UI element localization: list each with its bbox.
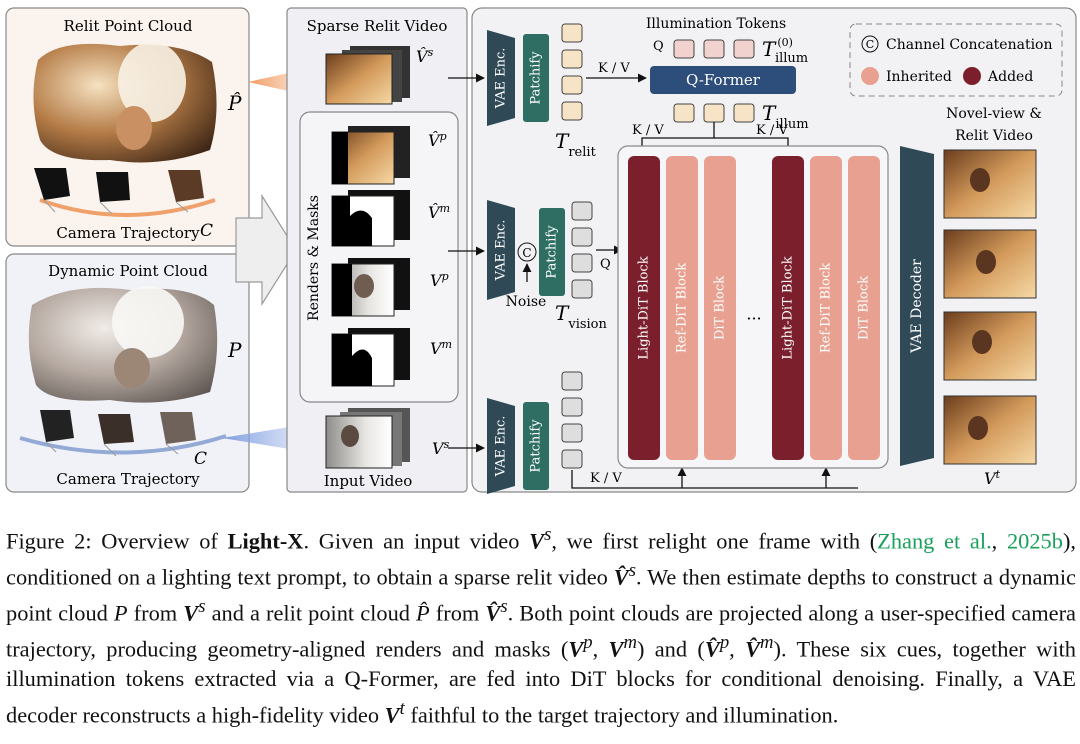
vision-tokens xyxy=(571,201,593,299)
camera-frustums-relit xyxy=(34,168,204,215)
ref-dit-block-1 xyxy=(666,156,698,460)
relit-symbol: P̂ xyxy=(227,91,242,115)
ref-tokens xyxy=(561,371,583,469)
sparse-relit-title: Sparse Relit Video xyxy=(307,17,448,35)
dit-block-2 xyxy=(848,156,880,460)
citation-zhang[interactable]: Zhang et al. xyxy=(877,528,992,554)
patchify-mid xyxy=(539,208,565,296)
dynamic-panel-title: Dynamic Point Cloud xyxy=(48,262,208,280)
t-illum0-label: T(0)illum xyxy=(762,36,808,66)
illum-init-tokens xyxy=(673,39,755,59)
dynamic-point-cloud-panel: Dynamic Point Cloud P Camera Trajectory … xyxy=(5,253,250,493)
vs-label: Vs xyxy=(432,438,450,459)
vm-frames xyxy=(331,328,410,387)
svg-text:Patchify: Patchify xyxy=(545,225,560,279)
input-video-label: Input Video xyxy=(324,472,413,490)
svg-text:Q: Q xyxy=(600,257,611,272)
relit-trajectory-label: Camera Trajectory xyxy=(56,224,200,242)
output-frames xyxy=(943,149,1037,465)
middle-panel: Sparse Relit Video V̂s Renders & Masks V… xyxy=(286,7,468,493)
project-arrow xyxy=(235,193,297,307)
vp-label: Vp xyxy=(430,270,449,291)
illum-tokens xyxy=(673,103,755,123)
vt-label: Vt xyxy=(984,468,1001,489)
svg-text:C: C xyxy=(866,38,874,51)
ref-dit-block-2 xyxy=(810,156,842,460)
legend-concat: Channel Concatenation xyxy=(886,37,1053,53)
citation-year[interactable]: 2025b xyxy=(1006,528,1063,554)
vm-label: Vm xyxy=(430,338,452,359)
figure-caption: Figure 2: Overview of Light-X. Given an … xyxy=(6,524,1077,728)
light-dit-block-1 xyxy=(628,156,660,460)
dit-blocks: Light-DiT Block Ref-DiT Block DiT Block … xyxy=(628,156,880,460)
svg-text:VAE Enc.: VAE Enc. xyxy=(494,220,509,282)
relit-panel-title: Relit Point Cloud xyxy=(64,17,193,35)
renders-masks-label: Renders & Masks xyxy=(306,195,322,321)
svg-text:Patchify: Patchify xyxy=(529,419,544,473)
vm-hat-frames xyxy=(331,190,410,247)
svg-text:VAE Decoder: VAE Decoder xyxy=(909,259,925,354)
qformer-box xyxy=(650,66,796,94)
svg-text:Light-DiT Block: Light-DiT Block xyxy=(781,256,796,359)
svg-text:K / V: K / V xyxy=(590,471,622,486)
svg-text:K / V: K / V xyxy=(598,61,630,76)
svg-text:Light-DiT Block: Light-DiT Block xyxy=(637,256,652,359)
svg-text:DiT Block: DiT Block xyxy=(713,276,728,340)
patchify-top xyxy=(523,34,549,122)
relit-trajectory-symbol: C xyxy=(200,221,213,241)
vae-decoder xyxy=(900,146,934,466)
dynamic-trajectory-label: Camera Trajectory xyxy=(56,470,200,488)
dynamic-symbol: P xyxy=(227,338,242,362)
legend: C Channel Concatenation Inherited Added xyxy=(849,23,1063,97)
output-title-2: Relit Video xyxy=(955,128,1033,144)
svg-text:Patchify: Patchify xyxy=(529,51,544,105)
relit-point-cloud-panel: Relit Point Cloud P̂ Camera Trajectory C xyxy=(5,7,250,247)
svg-text:Ref-DiT Block: Ref-DiT Block xyxy=(819,263,834,353)
blocks-ellipsis: ··· xyxy=(746,309,761,328)
svg-text:VAE Enc.: VAE Enc. xyxy=(494,48,509,110)
figure-diagram: Relit Point Cloud P̂ Camera Trajectory C… xyxy=(5,7,1077,494)
t-relit-label: Trelit xyxy=(555,129,597,160)
vae-enc-top xyxy=(487,30,515,126)
t-illum-label: Tillum xyxy=(762,101,809,132)
output-title-1: Novel-view & xyxy=(946,106,1042,122)
t-vision-label: Tvision xyxy=(555,301,608,332)
vm-hat-label: V̂m xyxy=(428,202,450,223)
patchify-bottom xyxy=(523,402,549,490)
legend-inherited: Inherited xyxy=(886,69,952,85)
vae-enc-bottom xyxy=(487,398,515,494)
svg-text:Q: Q xyxy=(653,39,664,54)
svg-text:DiT Block: DiT Block xyxy=(857,276,872,340)
input-video-frames xyxy=(325,408,410,469)
light-dit-block-2 xyxy=(772,156,804,460)
noise-label: Noise xyxy=(506,294,547,310)
sparse-relit-frames xyxy=(325,46,410,105)
vp-frames xyxy=(331,258,410,317)
legend-added: Added xyxy=(987,69,1033,85)
relit-tokens xyxy=(561,23,583,121)
svg-text:Q-Former: Q-Former xyxy=(686,71,761,89)
vp-hat-frames xyxy=(331,126,410,185)
svg-text:C: C xyxy=(522,246,531,260)
model-panel: VAE Enc. Patchify Trelit K / V Illuminat… xyxy=(448,7,1077,494)
svg-text:K / V: K / V xyxy=(632,123,664,138)
vp-hat-label: V̂p xyxy=(428,130,447,151)
vae-enc-mid xyxy=(487,200,515,300)
vs-hat-label: V̂s xyxy=(416,46,434,67)
illumination-tokens-title: Illumination Tokens xyxy=(646,16,786,32)
camera-frustums-dynamic xyxy=(40,410,196,457)
svg-text:K / V: K / V xyxy=(756,123,788,138)
dynamic-trajectory-symbol: C xyxy=(194,449,207,469)
svg-text:Ref-DiT Block: Ref-DiT Block xyxy=(675,263,690,353)
svg-text:VAE Enc.: VAE Enc. xyxy=(494,416,509,478)
dit-block-1 xyxy=(704,156,736,460)
